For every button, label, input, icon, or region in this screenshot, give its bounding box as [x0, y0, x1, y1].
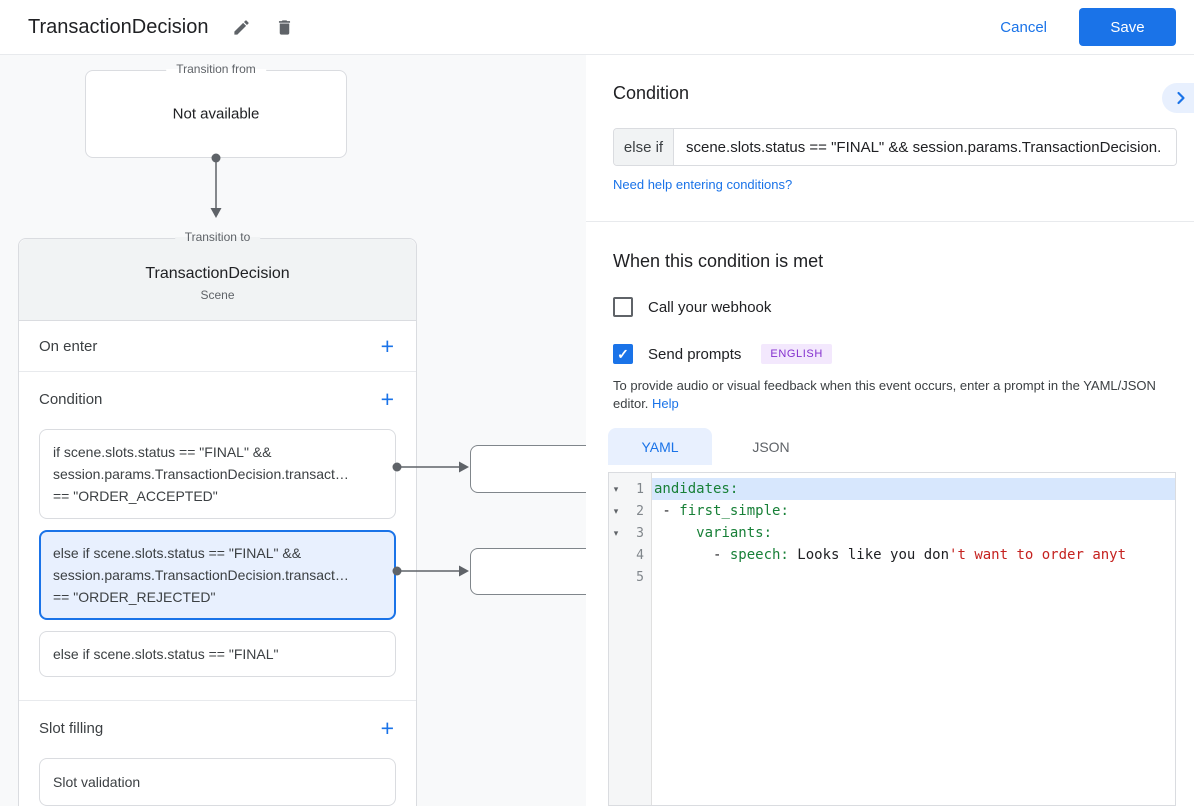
cancel-button[interactable]: Cancel: [988, 11, 1059, 44]
condition-card[interactable]: else if scene.slots.status == "FINAL": [39, 631, 396, 677]
code-segment-key: variants:: [696, 525, 773, 541]
condition-text-line: else if scene.slots.status == "FINAL": [53, 646, 279, 662]
slot-filling-section: Slot filling + Slot validation: [19, 701, 416, 806]
line-number: 2: [636, 503, 644, 519]
on-enter-label: On enter: [39, 337, 98, 355]
prompt-hint-text: To provide audio or visual feedback when…: [613, 378, 1156, 411]
page-title: TransactionDecision: [28, 15, 209, 38]
code-segment-key: first_simple:: [679, 503, 789, 519]
condition-text-line: session.params.TransactionDecision.trans…: [53, 567, 349, 583]
transition-from-value: Not available: [172, 105, 260, 123]
line-number: 1: [636, 481, 644, 497]
scene-header: TransactionDecision Scene: [19, 239, 416, 321]
on-enter-row[interactable]: On enter +: [19, 321, 416, 372]
condition-list: if scene.slots.status == "FINAL" && sessi…: [19, 429, 416, 677]
webhook-checkbox[interactable]: [613, 297, 633, 317]
condition-text-line: if scene.slots.status == "FINAL" &&: [53, 444, 272, 460]
code-line: variants:: [652, 522, 1175, 544]
code-segment-plain: [654, 525, 696, 541]
transition-from-box: Transition from Not available: [85, 62, 347, 158]
fold-toggle-icon[interactable]: ▾: [613, 527, 619, 538]
fold-toggle-icon[interactable]: ▾: [613, 483, 619, 494]
fold-toggle-icon[interactable]: ▾: [613, 505, 619, 516]
condition-text-line: session.params.TransactionDecision.trans…: [53, 466, 349, 482]
delete-scene-button[interactable]: [273, 16, 295, 38]
code-line: andidates:: [652, 478, 1175, 500]
call-webhook-row[interactable]: Call your webhook: [613, 297, 771, 317]
prompt-help-link[interactable]: Help: [652, 395, 679, 411]
chevron-right-icon: [1177, 91, 1185, 105]
condition-section: Condition + if scene.slots.status == "FI…: [19, 372, 416, 701]
slot-validation-card[interactable]: Slot validation: [39, 758, 396, 806]
save-button[interactable]: Save: [1079, 8, 1176, 46]
prompt-hint: To provide audio or visual feedback when…: [613, 377, 1169, 412]
panel-divider: [586, 221, 1194, 222]
trash-icon: [278, 19, 290, 35]
conditions-help-link[interactable]: Need help entering conditions?: [613, 177, 793, 192]
condition-section-label: Condition: [39, 390, 103, 408]
line-number: 5: [636, 569, 644, 585]
condition-prefix-label: else if: [614, 129, 674, 165]
code-segment-key: andidates:: [654, 481, 739, 497]
edit-title-button[interactable]: [230, 16, 252, 38]
scene-card: Transition to TransactionDecision Scene …: [18, 230, 417, 806]
editor-code-area[interactable]: andidates: - first_simple: variants: - s…: [652, 473, 1175, 805]
condition-card-selected[interactable]: else if scene.slots.status == "FINAL" &&…: [39, 530, 396, 620]
scene-name: TransactionDecision: [145, 265, 290, 282]
code-line: - first_simple:: [652, 500, 1175, 522]
code-line: - speech: Looks like you don't want to o…: [652, 544, 1175, 566]
condition-expression-row: else if: [613, 128, 1177, 166]
code-segment-string: 't want to order anyt: [949, 547, 1127, 563]
code-segment-plain: Looks like you don: [788, 547, 950, 563]
code-line: [652, 566, 1175, 588]
pencil-icon: [234, 19, 249, 35]
transition-to-legend: Transition to: [174, 230, 261, 244]
flow-canvas: Transition from Not available Transition…: [0, 55, 586, 806]
transition-target-box-2[interactable]: [470, 548, 586, 595]
when-met-heading: When this condition is met: [613, 251, 824, 271]
transition-from-legend: Transition from: [166, 62, 266, 76]
panel-condition-heading: Condition: [613, 83, 690, 103]
slot-filling-label: Slot filling: [39, 719, 104, 737]
editor-gutter: ▾ 1 ▾ 2 ▾ 3 4 5: [609, 473, 652, 805]
code-segment-plain: -: [654, 503, 680, 519]
webhook-label: Call your webhook: [648, 298, 772, 316]
condition-expression-input[interactable]: [674, 129, 1176, 165]
condition-text-line: == "ORDER_REJECTED": [53, 589, 216, 605]
add-slot-button[interactable]: +: [380, 714, 394, 741]
line-number: 3: [636, 525, 644, 541]
collapse-panel-button[interactable]: [1162, 83, 1194, 113]
condition-detail-panel: Condition else if Need help entering con…: [586, 55, 1194, 806]
transition-target-box-1[interactable]: [470, 445, 586, 493]
send-prompts-checkbox[interactable]: ✓: [613, 344, 633, 364]
yaml-editor[interactable]: ▾ 1 ▾ 2 ▾ 3 4 5 andidates: - first_simple: vari…: [608, 472, 1176, 806]
slot-validation-label: Slot validation: [53, 774, 141, 790]
add-condition-button[interactable]: +: [380, 385, 394, 412]
add-on-enter-button[interactable]: +: [380, 332, 394, 359]
condition-card[interactable]: if scene.slots.status == "FINAL" && sessi…: [39, 429, 396, 519]
tab-yaml[interactable]: YAML: [608, 428, 712, 465]
tab-json[interactable]: JSON: [712, 428, 830, 465]
app-header: TransactionDecision Cancel Save: [0, 0, 1194, 55]
send-prompts-label: Send prompts: [648, 345, 742, 363]
code-segment-key: speech:: [729, 547, 789, 563]
scene-type-label: Scene: [200, 288, 235, 302]
send-prompts-row[interactable]: ✓ Send prompts ENGLISH: [613, 344, 832, 364]
check-icon: ✓: [617, 345, 629, 362]
language-badge: ENGLISH: [761, 344, 832, 364]
code-segment-plain: -: [654, 547, 730, 563]
condition-text-line: == "ORDER_ACCEPTED": [53, 488, 218, 504]
condition-text-line: else if scene.slots.status == "FINAL" &&: [53, 545, 302, 561]
line-number: 4: [636, 547, 644, 563]
